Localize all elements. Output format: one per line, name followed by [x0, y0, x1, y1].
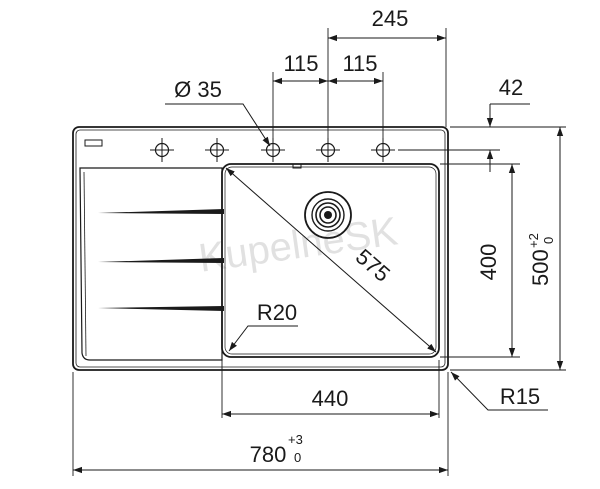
bowl-outline	[221, 163, 440, 358]
tap-hole	[205, 138, 229, 162]
dim-label-115-left: 115	[283, 51, 318, 76]
dim-label-115-right: 115	[342, 51, 377, 76]
leader-r20	[228, 325, 298, 352]
drainer-groove-1	[98, 209, 224, 214]
dim-label-500-group: 500 +2 0	[526, 233, 556, 286]
dimension-lines	[73, 34, 564, 474]
drainer-area	[79, 167, 224, 361]
dim-label-500-tol-lower: 0	[541, 237, 556, 244]
drainer-groove-3	[98, 306, 224, 311]
dim-label-500-tol-upper: +2	[526, 233, 541, 248]
leader-r15	[450, 371, 548, 411]
dim-label-42: 42	[499, 75, 523, 100]
leader-dia35	[165, 103, 271, 147]
tap-hole	[150, 138, 174, 162]
drainer-groove-2	[98, 258, 224, 263]
tap-holes	[150, 138, 395, 162]
dim-label-780: 780	[250, 442, 287, 467]
extension-lines	[72, 28, 566, 476]
dim-label-r20: R20	[257, 300, 297, 325]
dim-label-r15: R15	[500, 384, 540, 409]
sink-outline	[72, 126, 449, 371]
drain-waste	[304, 191, 352, 239]
dim-label-780-tol-upper: +3	[288, 432, 303, 447]
dim-label-440: 440	[312, 386, 349, 411]
dim-label-400: 400	[476, 244, 501, 281]
sink-bowl	[221, 163, 440, 358]
dim-line-575	[225, 167, 437, 353]
dim-label-245: 245	[372, 6, 409, 31]
sink-inner-rim	[75, 129, 446, 368]
dim-label-dia35: Ø 35	[174, 77, 222, 102]
tap-hole	[316, 138, 340, 162]
drain-center	[324, 211, 332, 219]
overflow-plate	[84, 139, 103, 147]
dim-label-500: 500	[528, 249, 553, 286]
sink-outer-edge	[72, 126, 449, 371]
tap-hole	[371, 138, 395, 162]
drainer-inner-line	[83, 171, 87, 357]
dimension-labels: 245 115 115 Ø 35 42 500 +2 0 400 575 R20…	[174, 6, 556, 467]
drainer-outline	[79, 167, 223, 361]
tap-hole	[261, 138, 285, 162]
bowl-inner-line	[224, 166, 437, 355]
dim-label-780-tol-lower: 0	[294, 450, 301, 465]
